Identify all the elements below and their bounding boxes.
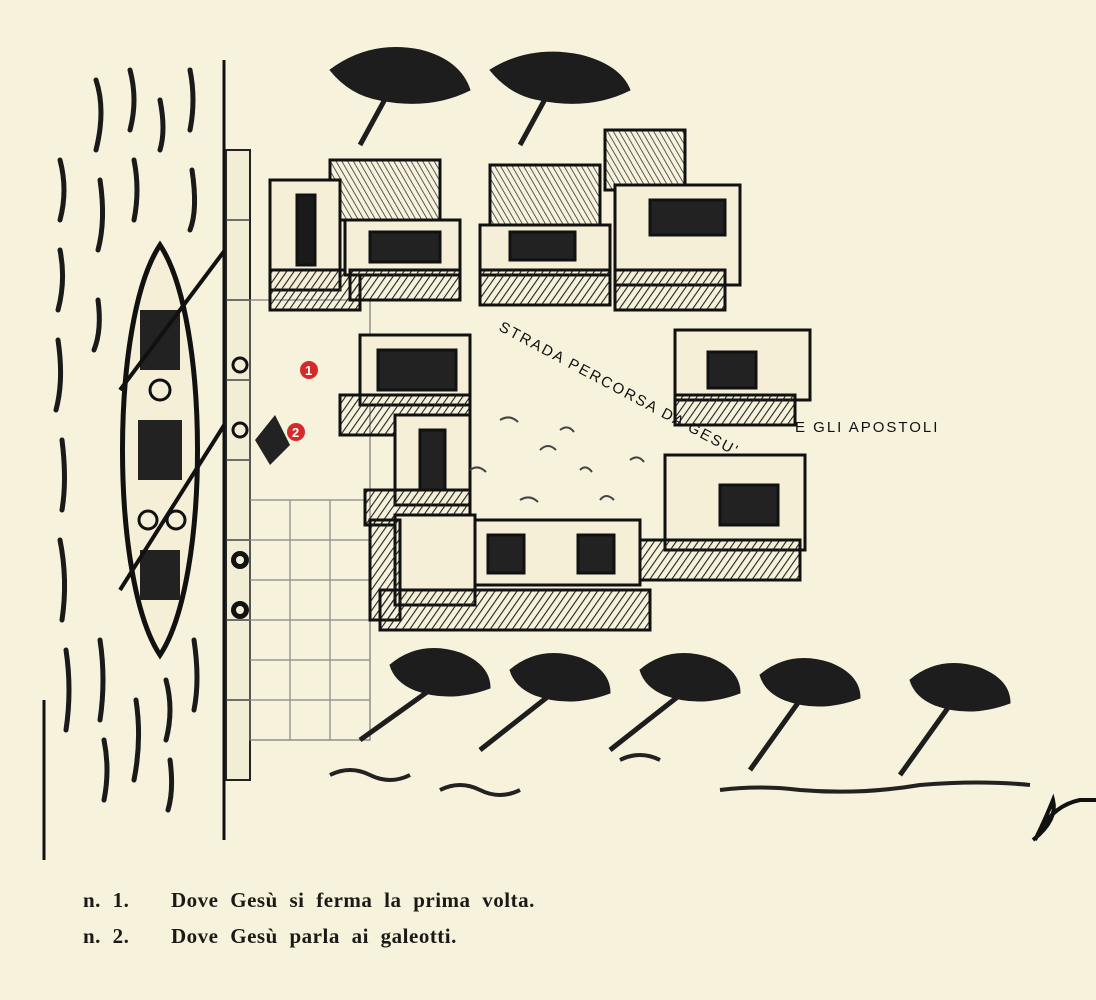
- trees-top: [329, 47, 631, 147]
- quay: [222, 60, 371, 840]
- boat: [118, 228, 242, 660]
- street-scribbles: [469, 416, 645, 503]
- street-label-text-2: E GLI APOSTOLI: [795, 419, 939, 436]
- caption-1: n. 1. Dove Gesù si ferma la prima volta.: [83, 888, 535, 913]
- caption-2: n. 2. Dove Gesù parla ai galeotti.: [83, 924, 457, 949]
- caption-1-text: Dove Gesù si ferma la prima volta.: [171, 888, 535, 912]
- water-strokes: [53, 67, 200, 813]
- caption-2-number: n. 2.: [83, 924, 130, 948]
- marker-2-label: 2: [292, 425, 299, 440]
- ground-scribbles: [329, 753, 1031, 797]
- marker-1-label: 1: [305, 363, 312, 378]
- marker-1: 1: [300, 361, 318, 379]
- caption-2-text: Dove Gesù parla ai galeotti.: [171, 924, 457, 948]
- signature: [1031, 793, 1096, 842]
- caption-1-number: n. 1.: [83, 888, 130, 912]
- ink-sketch-map: STRADA PERCORSA DA GESU' E GLI APOSTOLI …: [42, 47, 1096, 860]
- buildings: [268, 128, 812, 632]
- marker-2: 2: [287, 423, 305, 441]
- trees-bottom: [358, 648, 1011, 777]
